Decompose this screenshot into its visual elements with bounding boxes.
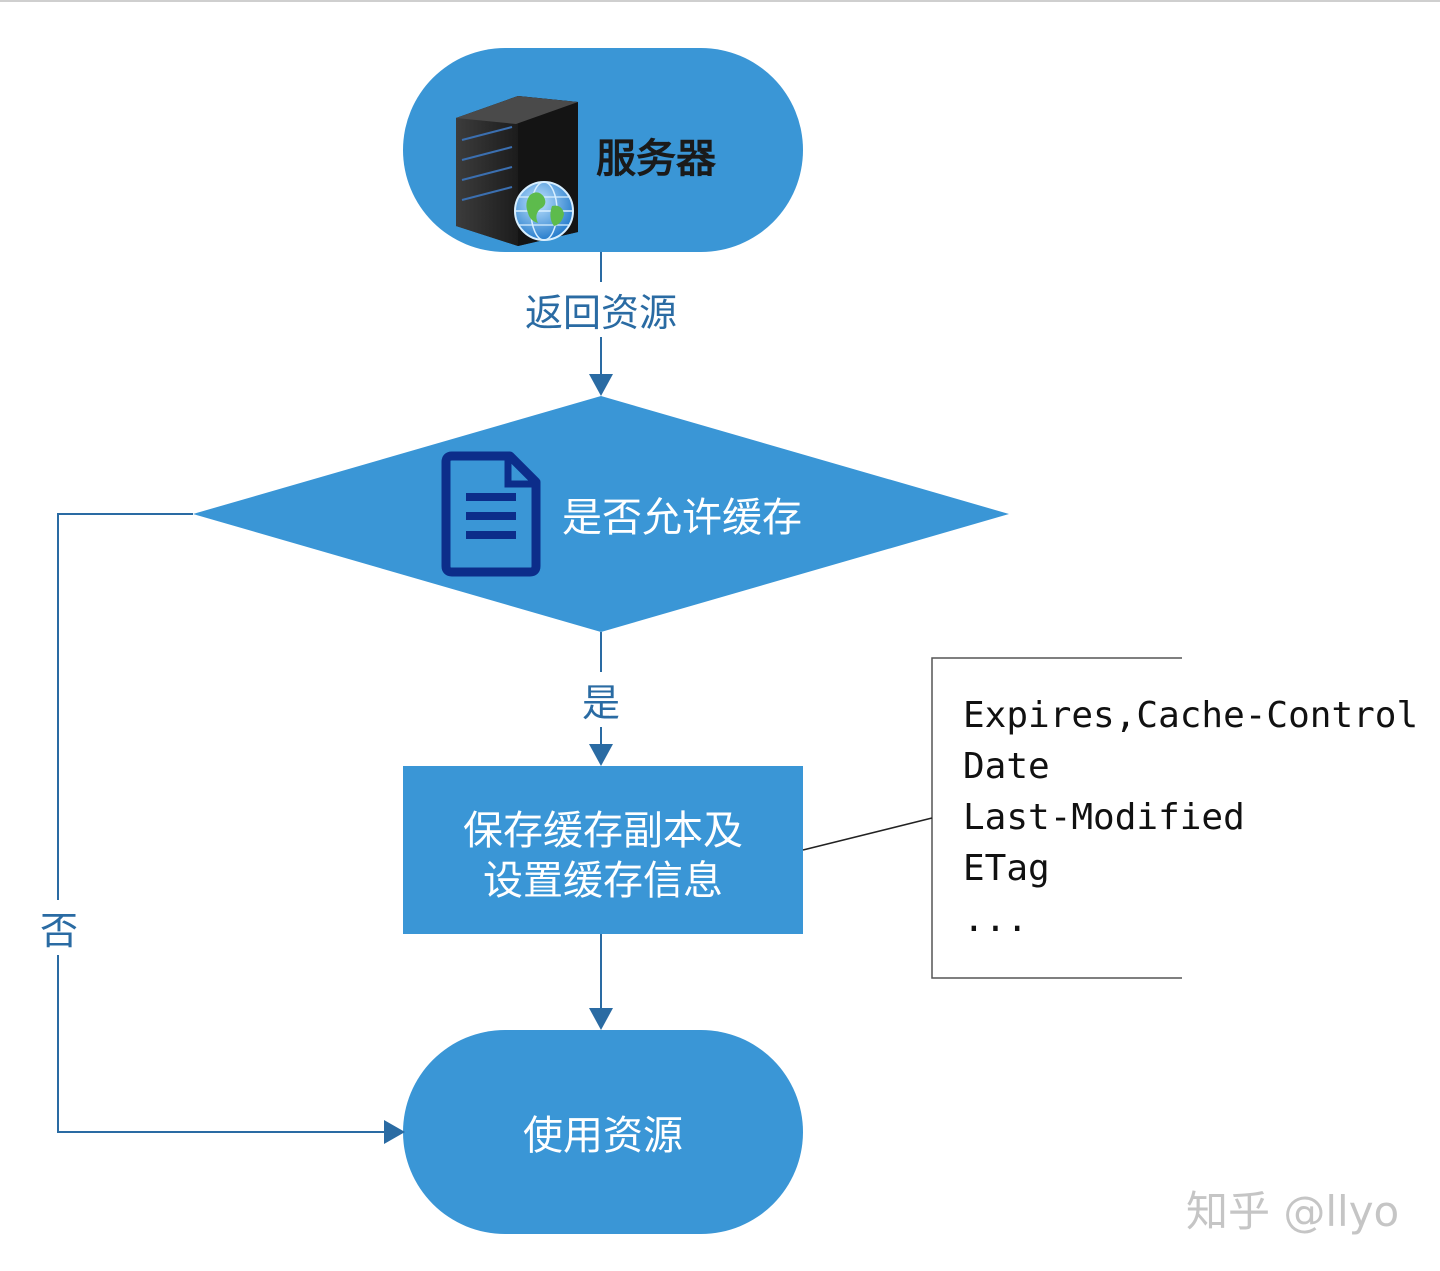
server-label: 服务器 bbox=[596, 136, 716, 182]
watermark: 知乎 @llyo bbox=[1186, 1187, 1400, 1236]
edge-label-return-resource: 返回资源 bbox=[516, 282, 686, 337]
arrowhead-to-decision bbox=[589, 374, 613, 396]
note-line: ... bbox=[963, 899, 1029, 940]
note-line: Expires,Cache-Control bbox=[963, 695, 1419, 736]
connector-no-path bbox=[57, 513, 388, 1133]
arrowhead-no-to-use bbox=[384, 1120, 405, 1144]
note-line: ETag bbox=[963, 848, 1050, 889]
server-globe-icon bbox=[456, 96, 578, 246]
note-line: Last-Modified bbox=[963, 797, 1245, 838]
cache-header-note: Expires,Cache-Control Date Last-Modified… bbox=[963, 690, 1418, 945]
arrowhead-to-use bbox=[589, 1008, 613, 1030]
edge-label-no: 否 bbox=[38, 900, 80, 955]
document-icon bbox=[441, 451, 541, 577]
arrowhead-to-save bbox=[589, 744, 613, 766]
save-cache-label-line1: 保存缓存副本及 bbox=[463, 808, 743, 854]
top-border bbox=[0, 0, 1440, 2]
decision-label: 是否允许缓存 bbox=[562, 495, 802, 541]
note-line: Date bbox=[963, 746, 1050, 787]
save-cache-label-line2: 设置缓存信息 bbox=[483, 858, 723, 904]
edge-label-yes: 是 bbox=[580, 672, 622, 727]
decision-node bbox=[193, 396, 1009, 632]
note-leader-line bbox=[802, 817, 933, 851]
use-resource-node bbox=[403, 1030, 803, 1234]
save-cache-node bbox=[403, 766, 803, 934]
use-resource-label: 使用资源 bbox=[523, 1113, 683, 1159]
